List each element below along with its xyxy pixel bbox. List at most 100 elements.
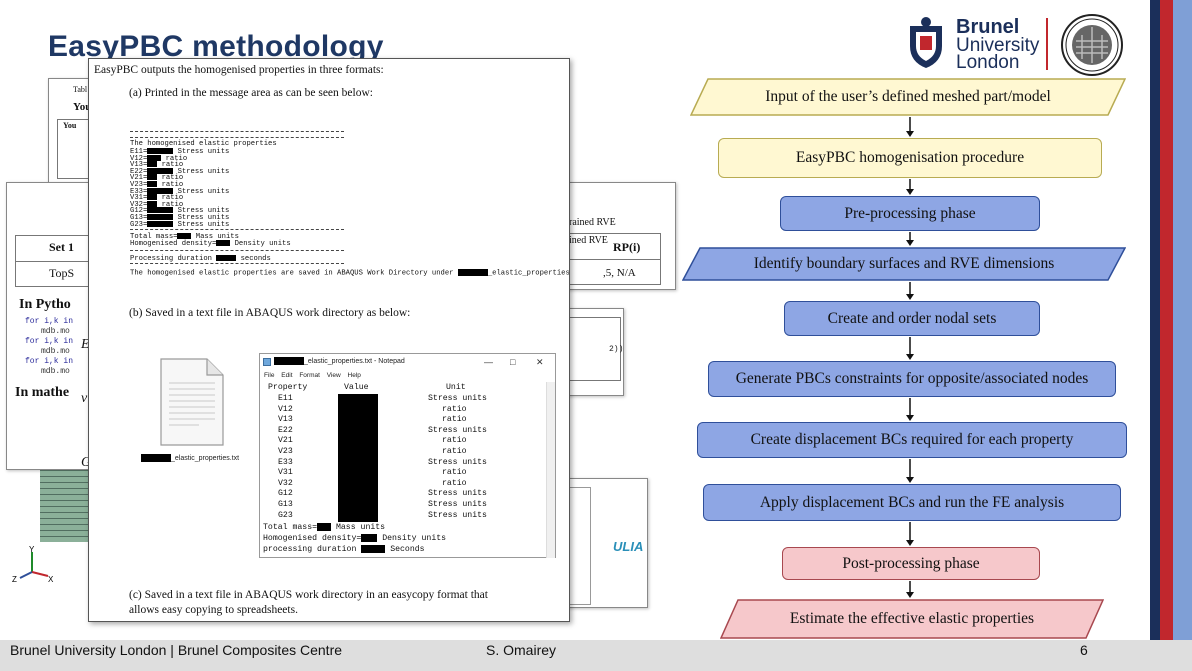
np-row-unit: ratio bbox=[442, 436, 467, 446]
bg-code-2: mdb.mo bbox=[41, 327, 70, 336]
msg-row-unit: ratio bbox=[157, 174, 184, 183]
np-density: Homogenised density= Density units bbox=[263, 534, 446, 543]
flow-step-6: Generate PBCs constraints for opposite/a… bbox=[708, 361, 1116, 397]
bg-table-divider bbox=[15, 261, 95, 262]
msg-row-unit: ratio bbox=[157, 194, 184, 203]
maximize-icon[interactable]: □ bbox=[510, 357, 516, 367]
menu-edit[interactable]: Edit bbox=[281, 372, 293, 379]
np-header-value: Value bbox=[344, 383, 369, 392]
redaction bbox=[317, 523, 332, 531]
flow-step-label: Post-processing phase bbox=[842, 554, 980, 572]
msg-row: E11= Stress units bbox=[130, 148, 229, 156]
svg-text:X: X bbox=[48, 575, 54, 584]
msg-duration-units: seconds bbox=[236, 254, 271, 263]
redaction bbox=[147, 174, 158, 181]
brand-stripe-lightblue bbox=[1173, 0, 1192, 640]
footer-page-number: 6 bbox=[1080, 642, 1088, 658]
redaction bbox=[147, 161, 158, 168]
svg-text:Z: Z bbox=[12, 575, 17, 584]
bg-code-4: mdb.mo bbox=[41, 347, 70, 356]
footer-author: S. Omairey bbox=[486, 642, 557, 658]
np-row-unit: ratio bbox=[442, 415, 467, 425]
msg-row: V32= ratio bbox=[130, 200, 183, 209]
footer-bar bbox=[0, 640, 1192, 671]
np-row-property: V23 bbox=[278, 447, 293, 456]
msg-row: V12= ratio bbox=[130, 154, 187, 162]
flow-step-7: Create displacement BCs required for eac… bbox=[697, 422, 1127, 458]
bg-right-table-divider bbox=[561, 259, 661, 260]
np-row-unit: ratio bbox=[442, 447, 467, 456]
msg-mass-units: Mass units bbox=[191, 232, 239, 241]
flow-arrow bbox=[906, 232, 914, 246]
flow-arrow bbox=[906, 282, 914, 300]
bg-paren-fragment: 2)) bbox=[609, 345, 624, 354]
msg-row: E22= Stress units bbox=[130, 167, 230, 176]
np-row-property: G12 bbox=[278, 489, 293, 499]
redaction bbox=[216, 240, 231, 246]
brand-stripe-red bbox=[1160, 0, 1173, 640]
doc-section-a: (a) Printed in the message area as can b… bbox=[129, 87, 373, 99]
flow-step-label: Generate PBCs constraints for opposite/a… bbox=[735, 370, 1089, 387]
notepad-window: _elastic_properties.txt - Notepad — □ ✕ … bbox=[259, 353, 556, 558]
flow-step-label: Create displacement BCs required for eac… bbox=[750, 431, 1074, 448]
msg-rule-top bbox=[130, 131, 344, 132]
flow-arrow bbox=[906, 581, 914, 598]
message-area-output: The homogenised elastic properties E11= … bbox=[130, 129, 570, 279]
msg-row-unit: Stress units bbox=[173, 187, 230, 196]
flow-step-label: Identify boundary surfaces and RVE dimen… bbox=[753, 255, 1055, 272]
slide-title: EasyPBC methodology bbox=[48, 30, 384, 63]
minimize-icon[interactable]: — bbox=[484, 357, 493, 367]
redaction bbox=[147, 220, 174, 227]
redaction bbox=[147, 154, 162, 161]
notepad-scrollbar[interactable] bbox=[546, 382, 555, 558]
np-row-unit: Stress units bbox=[428, 394, 487, 403]
flow-step-label: EasyPBC homogenisation procedure bbox=[795, 149, 1025, 166]
msg-header: The homogenised elastic properties bbox=[130, 140, 277, 148]
redaction bbox=[147, 194, 158, 201]
msg-row-unit: Stress units bbox=[173, 167, 230, 176]
menu-format[interactable]: Format bbox=[299, 372, 320, 379]
redaction bbox=[274, 357, 304, 366]
flow-step-label: Pre-processing phase bbox=[844, 204, 976, 222]
logo-divider bbox=[1046, 18, 1048, 70]
msg-row-name: E11= bbox=[130, 147, 148, 156]
msg-row-name: V32= bbox=[130, 200, 148, 209]
flow-parallelogram-shape bbox=[682, 247, 1126, 281]
msg-row-name: V31= bbox=[130, 194, 148, 203]
file-label: _elastic_properties.txt bbox=[141, 454, 239, 462]
composites-centre-seal-icon bbox=[1060, 13, 1124, 77]
bg-trained-rve: rained RVE bbox=[569, 217, 616, 228]
msg-rule-mid bbox=[130, 229, 344, 230]
menu-help[interactable]: Help bbox=[347, 372, 361, 379]
msg-row-unit: Stress units bbox=[173, 213, 230, 222]
np-row-unit: Stress units bbox=[428, 425, 487, 435]
redaction bbox=[141, 454, 171, 462]
np-row-property: V21 bbox=[278, 436, 293, 446]
doc-section-c-2: allows easy copying to spreadsheets. bbox=[129, 604, 298, 616]
msg-total-mass-label: Total mass= bbox=[130, 232, 178, 241]
menu-file[interactable]: File bbox=[264, 372, 275, 379]
brand-stripe-navy bbox=[1150, 0, 1160, 640]
bg-tops-fragment: TopS bbox=[49, 266, 75, 280]
flow-arrow bbox=[906, 337, 914, 360]
msg-rule-top2 bbox=[130, 137, 344, 138]
redaction bbox=[147, 148, 174, 154]
np-row-property: G13 bbox=[278, 500, 293, 509]
flow-arrow bbox=[906, 117, 914, 137]
msg-row-unit: Stress units bbox=[173, 220, 230, 229]
bg-code-box bbox=[561, 317, 621, 381]
menu-view[interactable]: View bbox=[326, 372, 341, 379]
msg-saved-b: _elastic_properties.txt bbox=[487, 269, 570, 278]
np-header-property: Property bbox=[268, 383, 308, 392]
notepad-app-icon bbox=[263, 358, 271, 366]
logo-london: London bbox=[956, 52, 1020, 73]
msg-row: V31= ratio bbox=[130, 194, 183, 202]
msg-row: G23= Stress units bbox=[130, 220, 230, 229]
msg-saved-a: The homogenised elastic properties are s… bbox=[130, 269, 454, 278]
msg-row-unit: ratio bbox=[157, 180, 184, 189]
close-icon[interactable]: ✕ bbox=[536, 357, 544, 367]
np-value-redaction bbox=[338, 394, 378, 522]
doc-intro: EasyPBC outputs the homogenised properti… bbox=[94, 64, 384, 76]
msg-row-name: V13= bbox=[130, 161, 148, 170]
